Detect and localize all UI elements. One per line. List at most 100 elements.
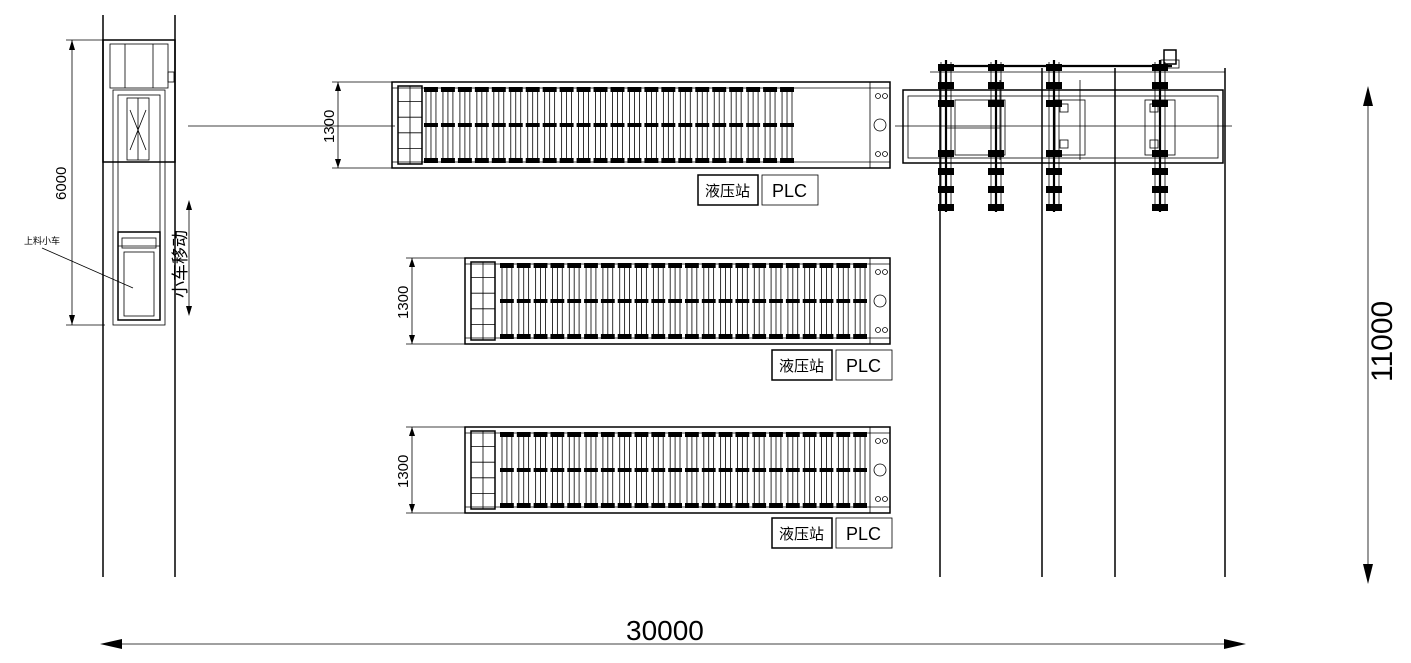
roller	[634, 263, 649, 339]
hydraulic-station-label: 液压站	[779, 525, 824, 543]
line-width-value: 1300	[321, 110, 338, 143]
hydraulic-station-box: 液压站	[697, 174, 759, 206]
roller	[627, 87, 642, 163]
roller	[610, 87, 625, 163]
roller	[695, 87, 710, 163]
trolley-movement-indicator: 小车移动	[171, 200, 192, 316]
roller	[819, 432, 834, 508]
roller	[593, 87, 608, 163]
gantry-column	[988, 60, 1004, 212]
plc-label: PLC	[846, 524, 881, 544]
roller	[661, 87, 676, 163]
roller	[491, 87, 506, 163]
trolley-travel-dimension: 6000	[53, 39, 105, 326]
roller	[576, 87, 591, 163]
roller	[668, 263, 682, 339]
roller	[752, 263, 767, 339]
roller	[802, 263, 817, 339]
roller	[525, 87, 540, 163]
roller	[651, 432, 666, 508]
line-width-value: 1300	[395, 286, 412, 319]
overall-width-value: 30000	[626, 615, 704, 646]
line-width-dimension: 1300	[321, 81, 392, 169]
roller	[634, 432, 649, 508]
roller	[718, 432, 733, 508]
roller	[701, 432, 716, 508]
overall-height-value: 11000	[1366, 301, 1399, 382]
roller	[718, 263, 733, 339]
roller	[763, 87, 778, 163]
loading-trolley-label: 上料小车	[24, 235, 60, 247]
line-width-value: 1300	[395, 455, 412, 488]
roller	[533, 263, 548, 339]
roller	[678, 87, 693, 163]
trolley-movement-label: 小车移动	[171, 230, 191, 298]
roller	[668, 432, 682, 508]
roller	[685, 263, 699, 339]
plc-box: PLC	[835, 349, 893, 381]
overall-width-dimension: 30000	[100, 615, 1246, 649]
roller	[819, 263, 834, 339]
gantry-column	[1152, 60, 1168, 212]
plc-label: PLC	[846, 356, 881, 376]
roller	[440, 87, 455, 163]
roller	[617, 432, 632, 508]
roller	[567, 263, 582, 339]
trolley-track: 上料小车 6000 小车移动	[24, 15, 192, 577]
roller	[550, 263, 565, 339]
roller	[457, 87, 472, 163]
roller	[836, 432, 851, 508]
roller	[701, 263, 716, 339]
roller	[836, 263, 851, 339]
roller	[424, 87, 438, 163]
hydraulic-station-box: 液压站	[771, 349, 833, 381]
roller	[600, 432, 615, 508]
roller	[500, 263, 514, 339]
roller	[559, 87, 574, 163]
roller	[735, 432, 750, 508]
hydraulic-station-label: 液压站	[779, 357, 824, 375]
roller	[600, 263, 615, 339]
roller	[617, 263, 632, 339]
line-width-dimension: 1300	[395, 426, 465, 514]
roller	[567, 432, 582, 508]
roller	[584, 432, 598, 508]
roller	[780, 87, 794, 163]
plc-box: PLC	[835, 517, 893, 549]
gantry-column	[938, 60, 954, 212]
roller	[785, 432, 800, 508]
hydraulic-station-label: 液压站	[705, 182, 750, 200]
roller	[802, 432, 817, 508]
conveyor-line-2: 1300 液压站 PLC	[395, 257, 893, 381]
roller	[853, 263, 867, 339]
roller	[533, 432, 548, 508]
roller	[500, 432, 514, 508]
hydraulic-station-box: 液压站	[771, 517, 833, 549]
overall-height-dimension: 11000	[1363, 86, 1399, 584]
roller	[785, 263, 800, 339]
roller	[769, 263, 783, 339]
roller	[685, 432, 699, 508]
roller	[712, 87, 727, 163]
roller	[508, 87, 523, 163]
roller	[729, 87, 744, 163]
line-width-dimension: 1300	[395, 257, 465, 345]
gantry-assembly	[895, 49, 1232, 577]
roller	[752, 432, 767, 508]
roller	[651, 263, 666, 339]
roller	[516, 263, 531, 339]
roller	[584, 263, 598, 339]
roller	[746, 87, 761, 163]
roller	[474, 87, 489, 163]
conveyor-lines: 1300 液压站 PLC 1300 液压站 PLC 1300 液压站 PLC	[321, 81, 893, 549]
roller	[550, 432, 565, 508]
trolley-travel-value: 6000	[53, 167, 70, 200]
roller	[735, 263, 750, 339]
plc-label: PLC	[772, 181, 807, 201]
roller	[769, 432, 783, 508]
roller	[542, 87, 557, 163]
loading-trolley	[117, 231, 161, 321]
gantry-column	[1046, 60, 1062, 212]
roller	[644, 87, 659, 163]
plc-box: PLC	[761, 174, 819, 206]
